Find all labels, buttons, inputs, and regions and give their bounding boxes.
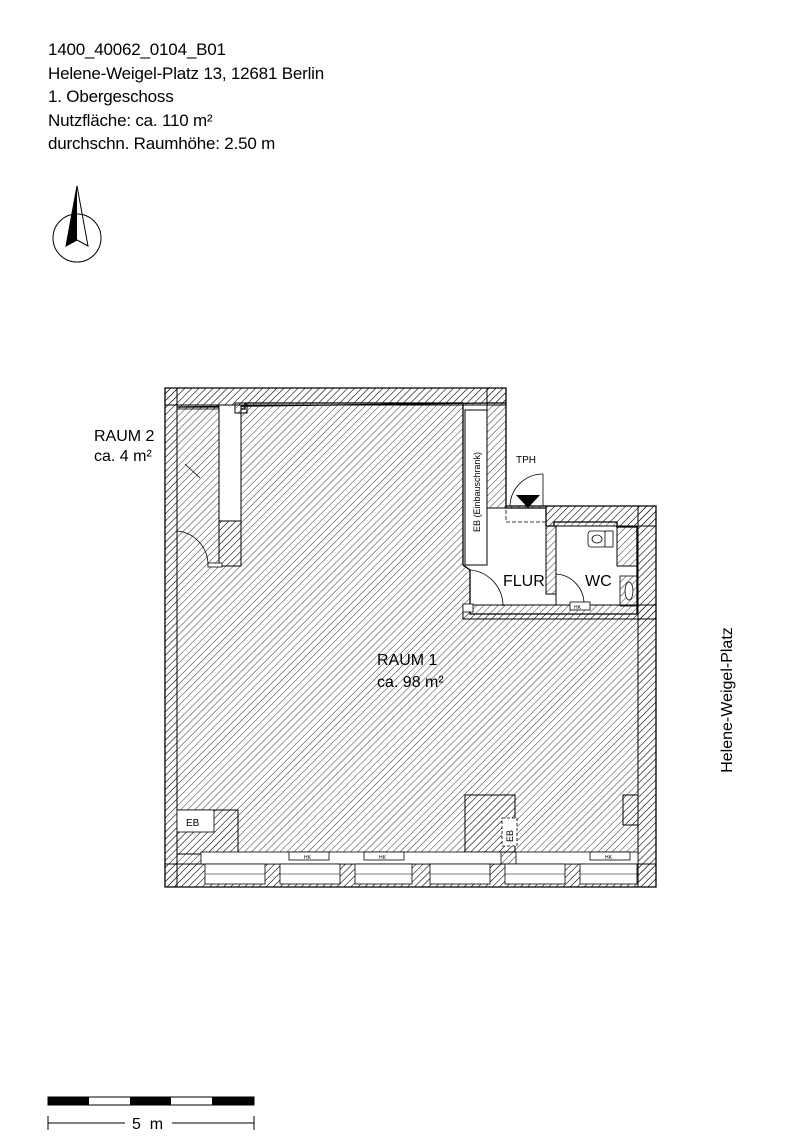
flur-label: FLUR — [503, 573, 545, 590]
hk-label-3: HK — [605, 855, 613, 861]
eb-box-left — [176, 809, 215, 833]
toilet-icon — [587, 530, 614, 548]
street-label: Helene-Weigel-Platz — [719, 627, 736, 773]
scale-bar: 5 m — [47, 1096, 255, 1133]
raum2-door — [176, 530, 223, 568]
windows — [200, 851, 639, 885]
hk-label-1: HK — [304, 855, 312, 861]
north-arrow-icon — [52, 185, 102, 263]
plan-id: 1400_40062_0104_B01 — [48, 40, 226, 59]
einbauschrank: EB (Einbauschrank) — [464, 409, 488, 566]
wc-radiator — [569, 601, 591, 611]
tph-door — [505, 473, 547, 575]
scale-label: 5 m — [132, 1116, 163, 1133]
raum2-leader — [184, 463, 201, 479]
plan-height: durchschn. Raumhöhe: 2.50 m — [48, 134, 276, 153]
wc-hk-label: HK — [574, 605, 582, 611]
plan-info: 1400_40062_0104_B01 Helene-Weigel-Platz … — [48, 38, 324, 156]
raum1-name: RAUM 1 — [377, 652, 438, 669]
einbauschrank-label: EB (Einbauschrank) — [472, 452, 482, 532]
raum2-name: RAUM 2 — [94, 428, 155, 445]
hk-label-2: HK — [379, 855, 387, 861]
eb-label-left: EB — [186, 818, 200, 829]
wc-label: WC — [585, 573, 612, 590]
plan-address: Helene-Weigel-Platz 13, 12681 Berlin — [48, 63, 324, 83]
radiators: HK HK HK — [288, 851, 631, 861]
flur-door — [462, 569, 504, 613]
plan-floor: 1. Obergeschoss — [48, 87, 174, 106]
tph-label: TPH — [516, 455, 536, 466]
plan-area: Nutzfläche: ca. 110 m² — [48, 110, 213, 130]
eb-box-right — [501, 817, 518, 847]
wc-door — [555, 573, 585, 606]
eb-label-right: EB — [505, 830, 515, 842]
washbasin-icon — [619, 575, 639, 607]
raum1-area: ca. 98 m² — [377, 674, 444, 691]
raum2-area: ca. 4 m² — [94, 448, 152, 465]
